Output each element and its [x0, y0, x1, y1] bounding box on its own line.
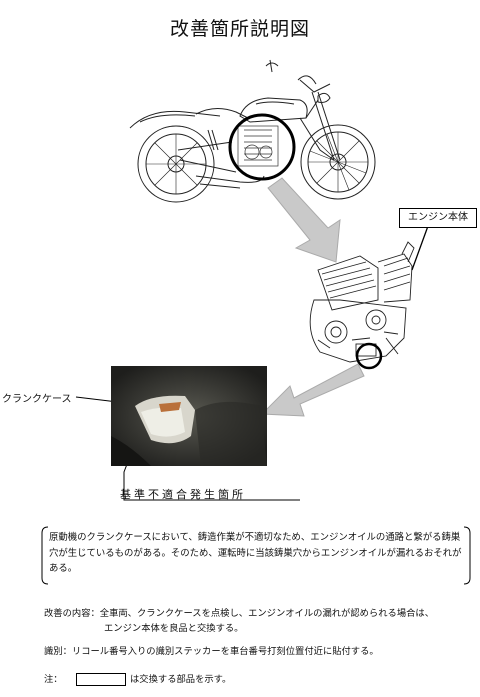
engine-illustration — [309, 241, 415, 363]
arrow-to-photo — [260, 363, 365, 417]
identification-text: 識別：リコール番号入りの識別ステッカーを車台番号打刻位置付近に貼付する。 — [44, 646, 379, 657]
motorcycle-illustration — [129, 59, 376, 203]
defect-location-label: 基準不適合発生箇所 — [120, 488, 246, 501]
defect-location-circle-engine — [355, 342, 383, 370]
engine-body-label: エンジン本体 — [399, 208, 477, 228]
crankcase-label: クランクケース — [2, 394, 72, 405]
defect-explanation: 原動機のクランクケースにおいて、鋳造作業が不適切なため、エンジンオイルの通路と繋… — [49, 532, 462, 574]
engine-leader-line — [411, 225, 429, 271]
crankcase-photo — [111, 366, 267, 466]
remedy-line-1: 改善の内容：全車両、クランクケースを点検し、エンジンオイルの漏れが認められる場合… — [44, 608, 435, 619]
arrow-to-engine — [267, 177, 341, 263]
engine-on-motorcycle — [237, 125, 279, 167]
note-text: は交換する部品を示す。 — [130, 674, 232, 685]
legend-box — [76, 673, 126, 686]
explanation-bracket-right — [463, 526, 471, 585]
explanation-bracket-left — [41, 526, 49, 585]
remedy-line-2: エンジン本体を良品と交換する。 — [104, 623, 244, 634]
defect-location-circle-bike — [228, 113, 296, 181]
page-title: 改善箇所説明図 — [169, 18, 310, 40]
note-label: 注： — [44, 674, 63, 685]
